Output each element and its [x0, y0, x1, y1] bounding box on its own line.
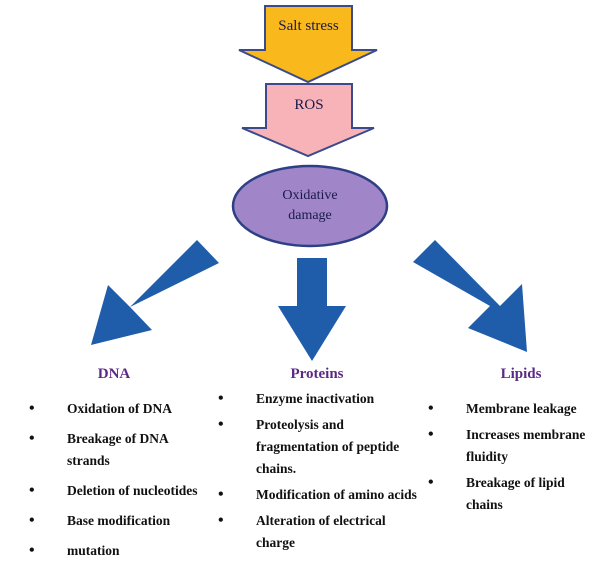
dna-effects-list: Oxidation of DNA Breakage of DNA strands…	[29, 398, 209, 562]
list-item: Base modification	[29, 510, 209, 532]
ros-node	[241, 83, 375, 158]
oxidative-damage-line-2: damage	[288, 208, 332, 223]
salt-stress-label: Salt stress	[278, 18, 339, 34]
oxidative-damage-node	[231, 164, 389, 248]
list-item: Enzyme inactivation	[218, 388, 418, 410]
list-item: Oxidation of DNA	[29, 398, 209, 420]
arrow-to-lipids	[413, 240, 527, 352]
list-item: Breakage of DNA strands	[29, 428, 209, 472]
dna-heading: DNA	[97, 366, 131, 382]
list-item: Alteration of electrical charge	[218, 510, 418, 554]
lipids-effects-list: Membrane leakage Increases membrane flui…	[428, 398, 604, 516]
list-item: Proteolysis and fragmentation of peptide…	[218, 414, 418, 480]
oxidative-damage-label: Oxidative damage	[253, 186, 367, 226]
list-item: Increases membrane fluidity	[428, 424, 604, 468]
arrow-to-dna	[91, 240, 219, 345]
ros-label: ROS	[294, 97, 324, 113]
lipids-heading: Lipids	[500, 366, 542, 382]
list-item: mutation	[29, 540, 209, 562]
proteins-effects-list: Enzyme inactivation Proteolysis and frag…	[218, 388, 418, 554]
oxidative-damage-line-1: Oxidative	[282, 188, 338, 203]
arrow-to-proteins	[278, 258, 346, 361]
proteins-heading: Proteins	[290, 366, 344, 382]
list-item: Breakage of lipid chains	[428, 472, 604, 516]
list-item: Modification of amino acids	[218, 484, 418, 506]
salt-stress-node	[238, 5, 378, 84]
list-item: Deletion of nucleotides	[29, 480, 209, 502]
list-item: Membrane leakage	[428, 398, 604, 420]
